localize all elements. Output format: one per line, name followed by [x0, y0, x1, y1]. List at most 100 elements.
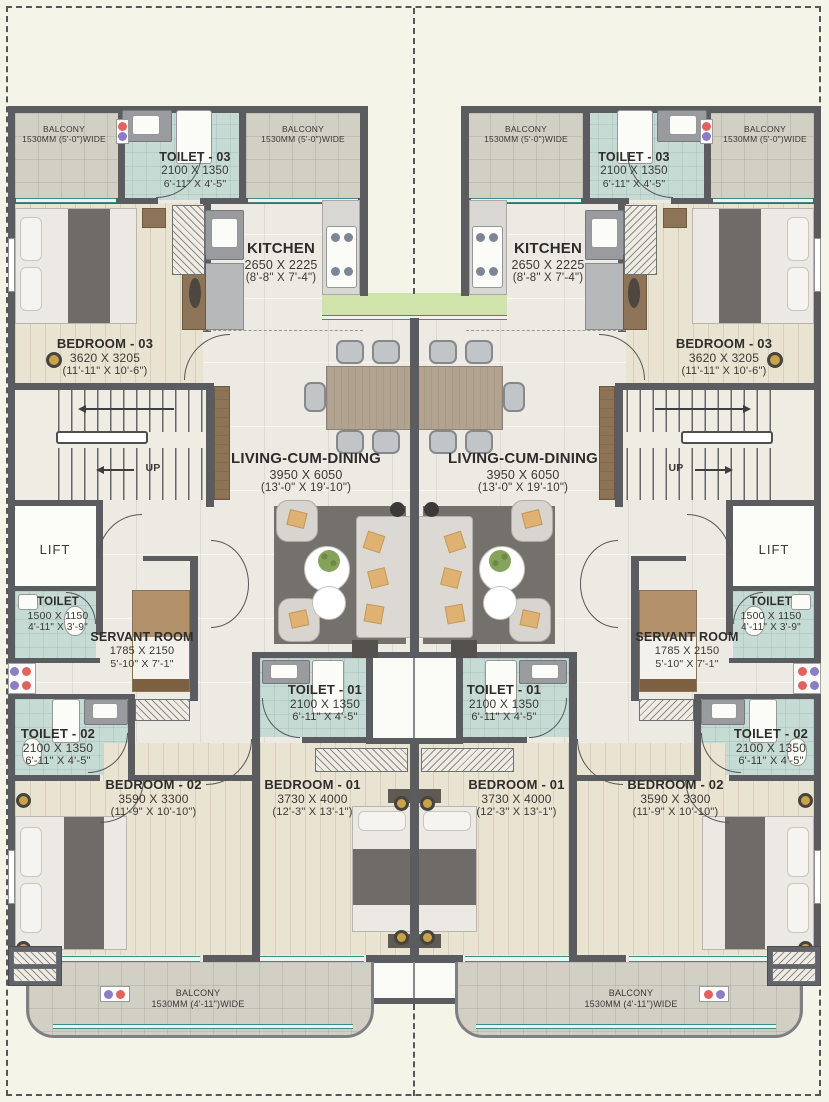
- wall: [8, 500, 103, 506]
- wall: [8, 383, 214, 390]
- shower: [312, 660, 344, 714]
- sofa: [417, 516, 473, 638]
- label-kitchen: KITCHEN 2650 X 2225 (8'-8" X 7'-4"): [487, 240, 609, 286]
- room-name: TOILET: [37, 596, 79, 608]
- room-balcony-top-1: [15, 113, 118, 198]
- window: [414, 315, 507, 320]
- utility-dot-purple-icon: [716, 990, 725, 999]
- label-toilet-01: TOILET - 01 2100 X 1350 6'-11" X 4'-5": [449, 682, 559, 724]
- side-table: [352, 640, 378, 658]
- utility-dot-purple-icon: [10, 667, 19, 676]
- bed: [692, 208, 814, 324]
- cushion: [367, 567, 389, 589]
- room-name: TOILET - 03: [159, 150, 231, 164]
- room-size-mm: 2100 X 1350: [600, 164, 668, 177]
- wall: [694, 694, 701, 781]
- label-kitchen: KITCHEN 2650 X 2225 (8'-8" X 7'-4"): [220, 240, 342, 286]
- table-lamp-icon: [420, 796, 435, 811]
- room-size-ft: (11'-9" X 10'-10"): [110, 806, 197, 819]
- utility-dot-red-icon: [116, 990, 125, 999]
- servant-bed: [132, 590, 190, 692]
- room-name: BEDROOM - 01: [264, 777, 361, 792]
- blanket: [64, 817, 104, 949]
- burner: [344, 233, 353, 242]
- up-arrow-icon: [96, 466, 104, 474]
- wall: [615, 383, 623, 507]
- cushion: [440, 567, 462, 589]
- dining-table: [326, 366, 415, 430]
- room-name: BEDROOM - 01: [468, 777, 565, 792]
- room-size-mm: 1785 X 2150: [654, 644, 720, 657]
- bed: [15, 208, 137, 324]
- wall: [118, 198, 158, 204]
- nightstand: [663, 208, 687, 228]
- party-wall: [410, 738, 419, 962]
- label-toilet: TOILET 1500 X 1150 4'-11" X 3'-9": [730, 596, 812, 634]
- room-size-ft: (8'-8" X 7'-4"): [245, 272, 317, 285]
- party-line: [413, 962, 415, 998]
- sink: [531, 664, 559, 679]
- stair-handrail: [56, 431, 148, 444]
- utility-unit: [8, 946, 62, 986]
- label-toilet: TOILET 1500 X 1150 4'-11" X 3'-9": [17, 596, 99, 634]
- dresser: [639, 699, 694, 721]
- side-table: [451, 640, 477, 658]
- room-size: 1530MM (4'-11")WIDE: [151, 998, 245, 1009]
- room-size-ft: (12'-3" X 13'-1"): [272, 806, 353, 819]
- room-size-mm: 2100 X 1350: [22, 741, 94, 756]
- window: [322, 315, 415, 320]
- room-size-mm: 3950 X 6050: [486, 467, 560, 482]
- room-name: TOILET: [750, 596, 792, 608]
- label-balcony-bottom: BALCONY 1530MM (4'-11")WIDE: [113, 988, 283, 1009]
- dining-chair: [304, 382, 326, 412]
- room-size-ft: 6'-11" X 4'-5": [292, 711, 358, 724]
- coffee-table: [312, 586, 346, 620]
- room-size: 1530MM (5'-0")WIDE: [261, 134, 345, 145]
- balcony-railing: [476, 1024, 776, 1029]
- utility-unit: [767, 946, 821, 986]
- room-name: BALCONY: [281, 124, 325, 134]
- utility-dot-red-icon: [22, 681, 31, 690]
- room-size-mm: 1500 X 1150: [740, 609, 802, 622]
- room-size-mm: 2100 X 1350: [161, 164, 229, 177]
- utility-dot-purple-icon: [10, 681, 19, 690]
- utility-dot-purple-icon: [118, 132, 127, 141]
- room-name: KITCHEN: [246, 240, 316, 257]
- floor-lamp-icon: [424, 502, 439, 517]
- room-name: BEDROOM - 02: [105, 777, 202, 792]
- sofa: [356, 516, 412, 638]
- wardrobe: [624, 205, 657, 275]
- up-arrow-line: [104, 469, 134, 471]
- wall: [360, 106, 368, 296]
- room-name: BEDROOM - 02: [627, 777, 724, 792]
- room-name: LIFT: [39, 542, 71, 557]
- dining-chair: [372, 340, 400, 364]
- utility-grille-icon: [772, 951, 816, 965]
- utility-grille-icon: [13, 951, 57, 965]
- party-wall: [410, 318, 419, 658]
- room-size-ft: 6'-11" X 4'-5": [602, 178, 666, 191]
- room-name: BALCONY: [743, 124, 787, 134]
- cabinet: [214, 386, 230, 500]
- dining-chair: [336, 340, 364, 364]
- room-name: BEDROOM - 03: [675, 336, 773, 351]
- room-size-mm: 3730 X 4000: [277, 792, 348, 807]
- stair-treads: [623, 448, 771, 500]
- label-balcony-top-2: BALCONY 1530MM (5'-0")WIDE: [248, 124, 358, 144]
- unit-right: BALCONY 1530MM (5'-0")WIDE TOILET - 03 2…: [414, 0, 821, 1102]
- pillow: [20, 883, 42, 933]
- sink: [669, 115, 697, 135]
- label-bedroom-03: BEDROOM - 03 3620 X 3205 (11'-11" X 10'-…: [644, 336, 804, 378]
- wall: [190, 556, 198, 701]
- utility-dot-red-icon: [798, 681, 807, 690]
- label-toilet-02: TOILET - 02 2100 X 1350 6'-11" X 4'-5": [14, 726, 102, 768]
- hob-icon: [326, 226, 357, 288]
- room-size-ft: 6'-11" X 4'-5": [163, 178, 227, 191]
- room-name: LIFT: [758, 542, 790, 557]
- room-size-mm: 2100 X 1350: [468, 697, 540, 712]
- label-bedroom-02: BEDROOM - 02 3590 X 3300 (11'-9" X 10'-1…: [593, 777, 758, 819]
- utility-dot-purple-icon: [104, 990, 113, 999]
- room-name: BALCONY: [175, 988, 221, 998]
- room-size-mm: 3620 X 3205: [69, 351, 141, 366]
